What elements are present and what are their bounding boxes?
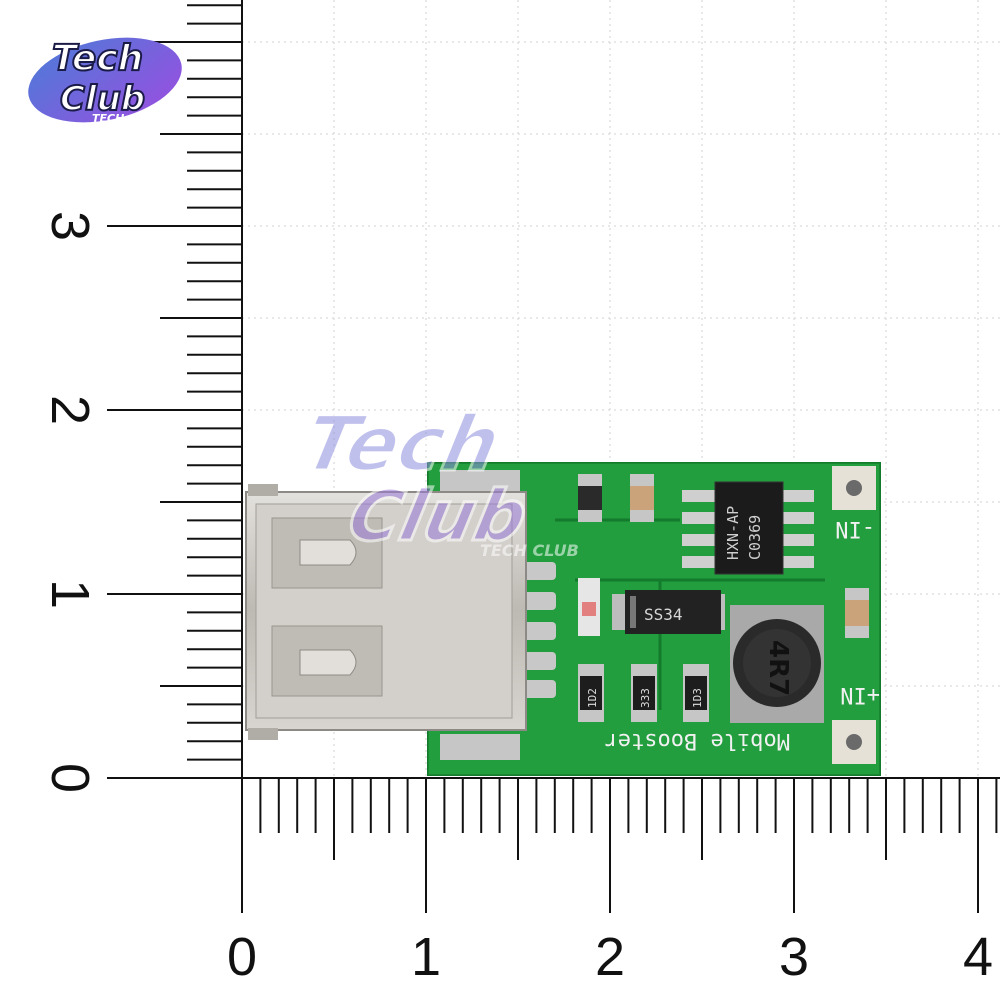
pin-label-in-minus: -IN <box>835 516 875 541</box>
watermark-brand-line2: Club <box>342 475 535 557</box>
ruler-y-label: 1 <box>40 579 100 609</box>
ruler-x-label: 2 <box>595 927 625 987</box>
mounting-hole-top-right <box>832 466 876 510</box>
ruler-x-label: 1 <box>411 927 441 987</box>
ruler-y-label: 2 <box>40 395 100 425</box>
logo-sub: TECH CLUB <box>92 112 160 125</box>
ruler-x-label: 3 <box>779 927 809 987</box>
schottky-diode: SS34 <box>612 590 725 634</box>
boost-ic-chip: HXN-AP C0369 <box>682 481 814 575</box>
diode-label: SS34 <box>644 605 683 624</box>
power-inductor: 4R7 <box>730 605 824 723</box>
logo-line1: Tech <box>52 38 143 79</box>
mounting-hole-bottom-right <box>832 720 876 764</box>
ruler-y-label: 3 <box>40 211 100 241</box>
ruler-x-label: 4 <box>963 927 993 987</box>
usb-mount-tab-bottom <box>440 734 520 760</box>
board-title-silkscreen: Mobile Booster <box>605 728 790 753</box>
capacitor-1 <box>578 474 602 522</box>
resistor-2: 333 <box>631 664 657 722</box>
ruler-y-label: 0 <box>40 763 100 793</box>
led-indicator <box>578 578 600 636</box>
ic-marking-line2: C0369 <box>746 515 764 560</box>
inductor-marking: 4R7 <box>763 640 793 696</box>
logo-line2: Club <box>60 79 145 119</box>
resistor-1-label: 1D2 <box>586 688 599 708</box>
ruler-labels: 0 1 2 3 4 0 1 2 3 <box>40 211 993 987</box>
capacitor-2 <box>630 474 654 522</box>
ic-marking-line1: HXN-AP <box>724 506 742 560</box>
resistor-3: 1D3 <box>683 664 709 722</box>
resistor-2-label: 333 <box>639 688 652 708</box>
pin-label-in-plus: +IN <box>840 682 880 707</box>
capacitor-3 <box>845 588 869 638</box>
watermark-center: Tech Club TECH CLUB <box>295 399 579 560</box>
usb-a-port <box>245 484 527 740</box>
resistor-3-label: 1D3 <box>691 688 704 708</box>
ruler-x-label: 0 <box>227 927 257 987</box>
measurement-rulers <box>107 0 1000 913</box>
tech-club-logo: Tech Club TECH CLUB <box>28 37 182 125</box>
watermark-brand-line1: Tech <box>296 401 507 489</box>
watermark-sub: TECH CLUB <box>480 541 579 560</box>
resistor-1: 1D2 <box>578 664 604 722</box>
